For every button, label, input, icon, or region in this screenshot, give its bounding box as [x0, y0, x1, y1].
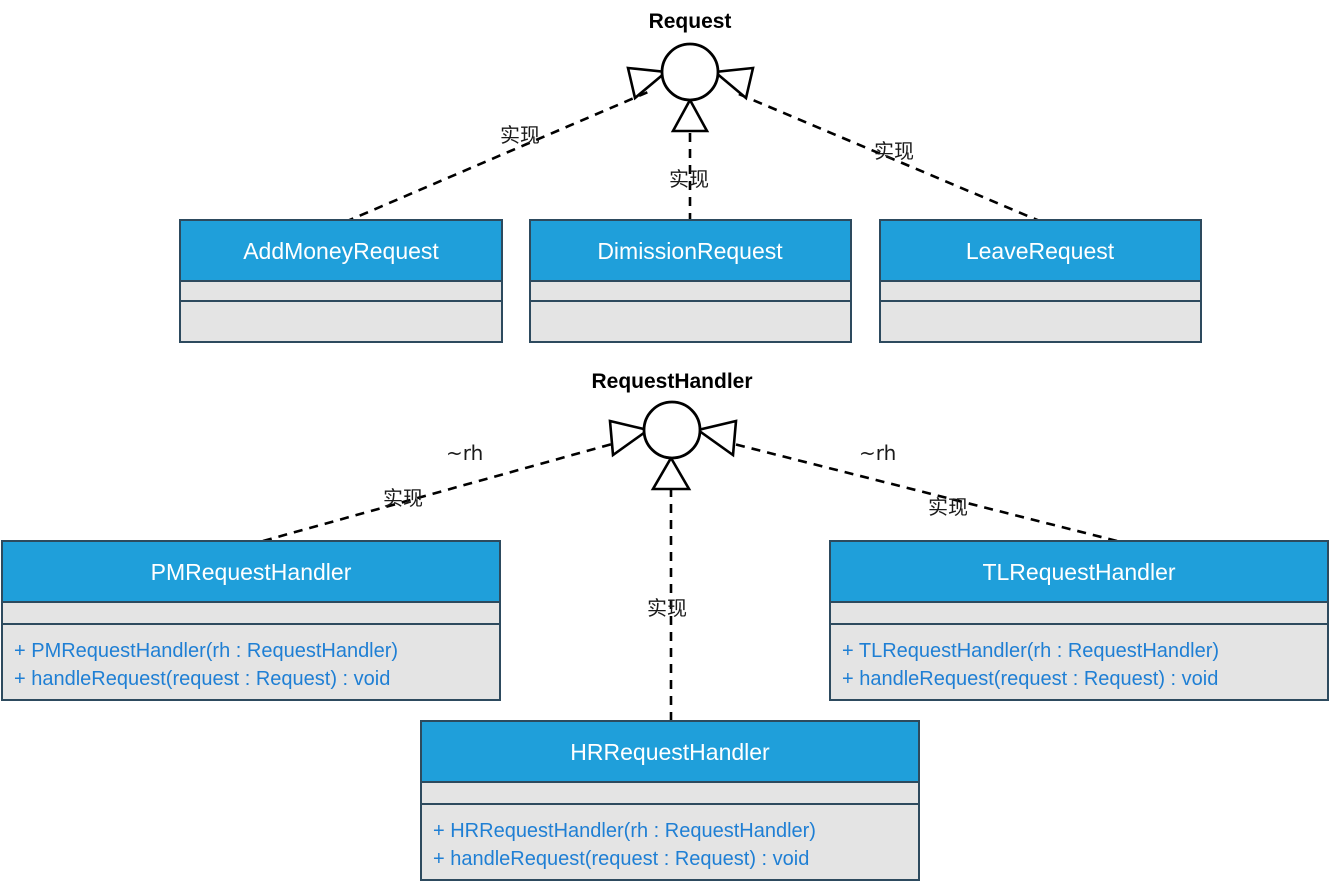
class-header-bar: [830, 541, 1328, 602]
relationship-pm-to-requesthandler[interactable]: ~rh 实现: [262, 419, 652, 543]
realization-line: [733, 90, 1043, 224]
class-box-leave-request[interactable]: LeaveRequest: [879, 219, 1202, 343]
class-name-label: TLRequestHandler: [982, 559, 1175, 585]
realization-arrowhead: [711, 66, 755, 101]
class-attributes-section: [2, 602, 500, 624]
class-attributes-section: [421, 782, 919, 804]
relationship-hr-to-requesthandler[interactable]: 实现: [647, 455, 692, 721]
relationship-label: 实现: [647, 596, 687, 620]
relationship-label: 实现: [669, 167, 709, 191]
interface-request-label: Request: [649, 10, 732, 33]
class-name-label: LeaveRequest: [966, 238, 1115, 264]
class-methods-section: [830, 624, 1328, 700]
relationship-label: 实现: [500, 123, 540, 147]
class-outline: [879, 219, 1202, 343]
class-method-item: + handleRequest(request : Request) : voi…: [14, 668, 390, 690]
class-methods-section: [180, 301, 502, 342]
class-method-item: + HRRequestHandler(rh : RequestHandler): [433, 820, 816, 842]
class-box-add-money-request[interactable]: AddMoneyRequest: [179, 219, 503, 343]
class-attributes-section: [830, 602, 1328, 624]
class-name-label: HRRequestHandler: [570, 739, 770, 765]
realization-arrowhead: [694, 419, 738, 458]
relationship-label: 实现: [874, 139, 914, 163]
class-method-item: + handleRequest(request : Request) : voi…: [842, 668, 1218, 690]
interface-layer: Request RequestHandler: [591, 10, 753, 460]
class-box-pm-request-handler[interactable]: PMRequestHandler + PMRequestHandler(rh :…: [1, 540, 501, 701]
class-header-bar: [2, 541, 500, 602]
class-attributes-section: [530, 281, 851, 301]
realization-line: [344, 90, 649, 224]
class-box-hr-request-handler[interactable]: HRRequestHandler + HRRequestHandler(rh :…: [420, 720, 920, 881]
class-box-dimission-request[interactable]: DimissionRequest: [529, 219, 852, 343]
realization-arrowhead: [650, 455, 692, 491]
class-header-bar: [180, 220, 502, 281]
relationship-tl-to-requesthandler[interactable]: ~rh 实现: [694, 419, 1118, 543]
class-header-bar: [530, 220, 851, 281]
interface-request-handler[interactable]: RequestHandler: [591, 370, 753, 460]
class-box-tl-request-handler[interactable]: TLRequestHandler + TLRequestHandler(rh :…: [829, 540, 1329, 701]
relationship-role-label: ~rh: [859, 441, 896, 465]
class-attributes-section: [880, 281, 1201, 301]
class-method-item: + PMRequestHandler(rh : RequestHandler): [14, 640, 398, 662]
relationship-label: 实现: [383, 486, 423, 510]
class-name-label: DimissionRequest: [597, 238, 783, 264]
realization-arrowhead: [608, 419, 652, 458]
relationship-role-label: ~rh: [446, 441, 483, 465]
realization-line: [733, 442, 1118, 543]
class-method-item: + TLRequestHandler(rh : RequestHandler): [842, 640, 1219, 662]
class-name-label: PMRequestHandler: [151, 559, 352, 585]
interface-request[interactable]: Request: [649, 10, 732, 102]
relationship-addmoney-to-request[interactable]: 实现: [344, 66, 670, 224]
class-outline: [179, 219, 503, 343]
class-outline: [420, 720, 920, 881]
relationship-leave-to-request[interactable]: 实现: [711, 66, 1043, 224]
relationship-label: 实现: [928, 495, 968, 519]
class-outline: [829, 540, 1329, 701]
class-methods-section: [880, 301, 1201, 342]
class-header-bar: [880, 220, 1201, 281]
class-method-item: + handleRequest(request : Request) : voi…: [433, 848, 809, 870]
class-name-label: AddMoneyRequest: [243, 238, 439, 264]
realization-line: [262, 442, 613, 543]
relationship-dimission-to-request[interactable]: 实现: [669, 97, 710, 222]
interface-circle-icon: [660, 42, 720, 102]
class-methods-section: [530, 301, 851, 342]
class-layer: AddMoneyRequest DimissionRequest: [1, 219, 1329, 881]
class-header-bar: [421, 721, 919, 782]
class-outline: [1, 540, 501, 701]
realization-arrowhead: [626, 66, 670, 101]
class-methods-section: [421, 804, 919, 880]
class-methods-section: [2, 624, 500, 700]
realization-arrowhead: [670, 97, 710, 133]
interface-request-handler-label: RequestHandler: [591, 370, 752, 393]
interface-circle-icon: [642, 400, 702, 460]
class-outline: [529, 219, 852, 343]
relationship-layer: 实现 实现 实现 ~rh 实现: [262, 66, 1118, 721]
class-attributes-section: [180, 281, 502, 301]
